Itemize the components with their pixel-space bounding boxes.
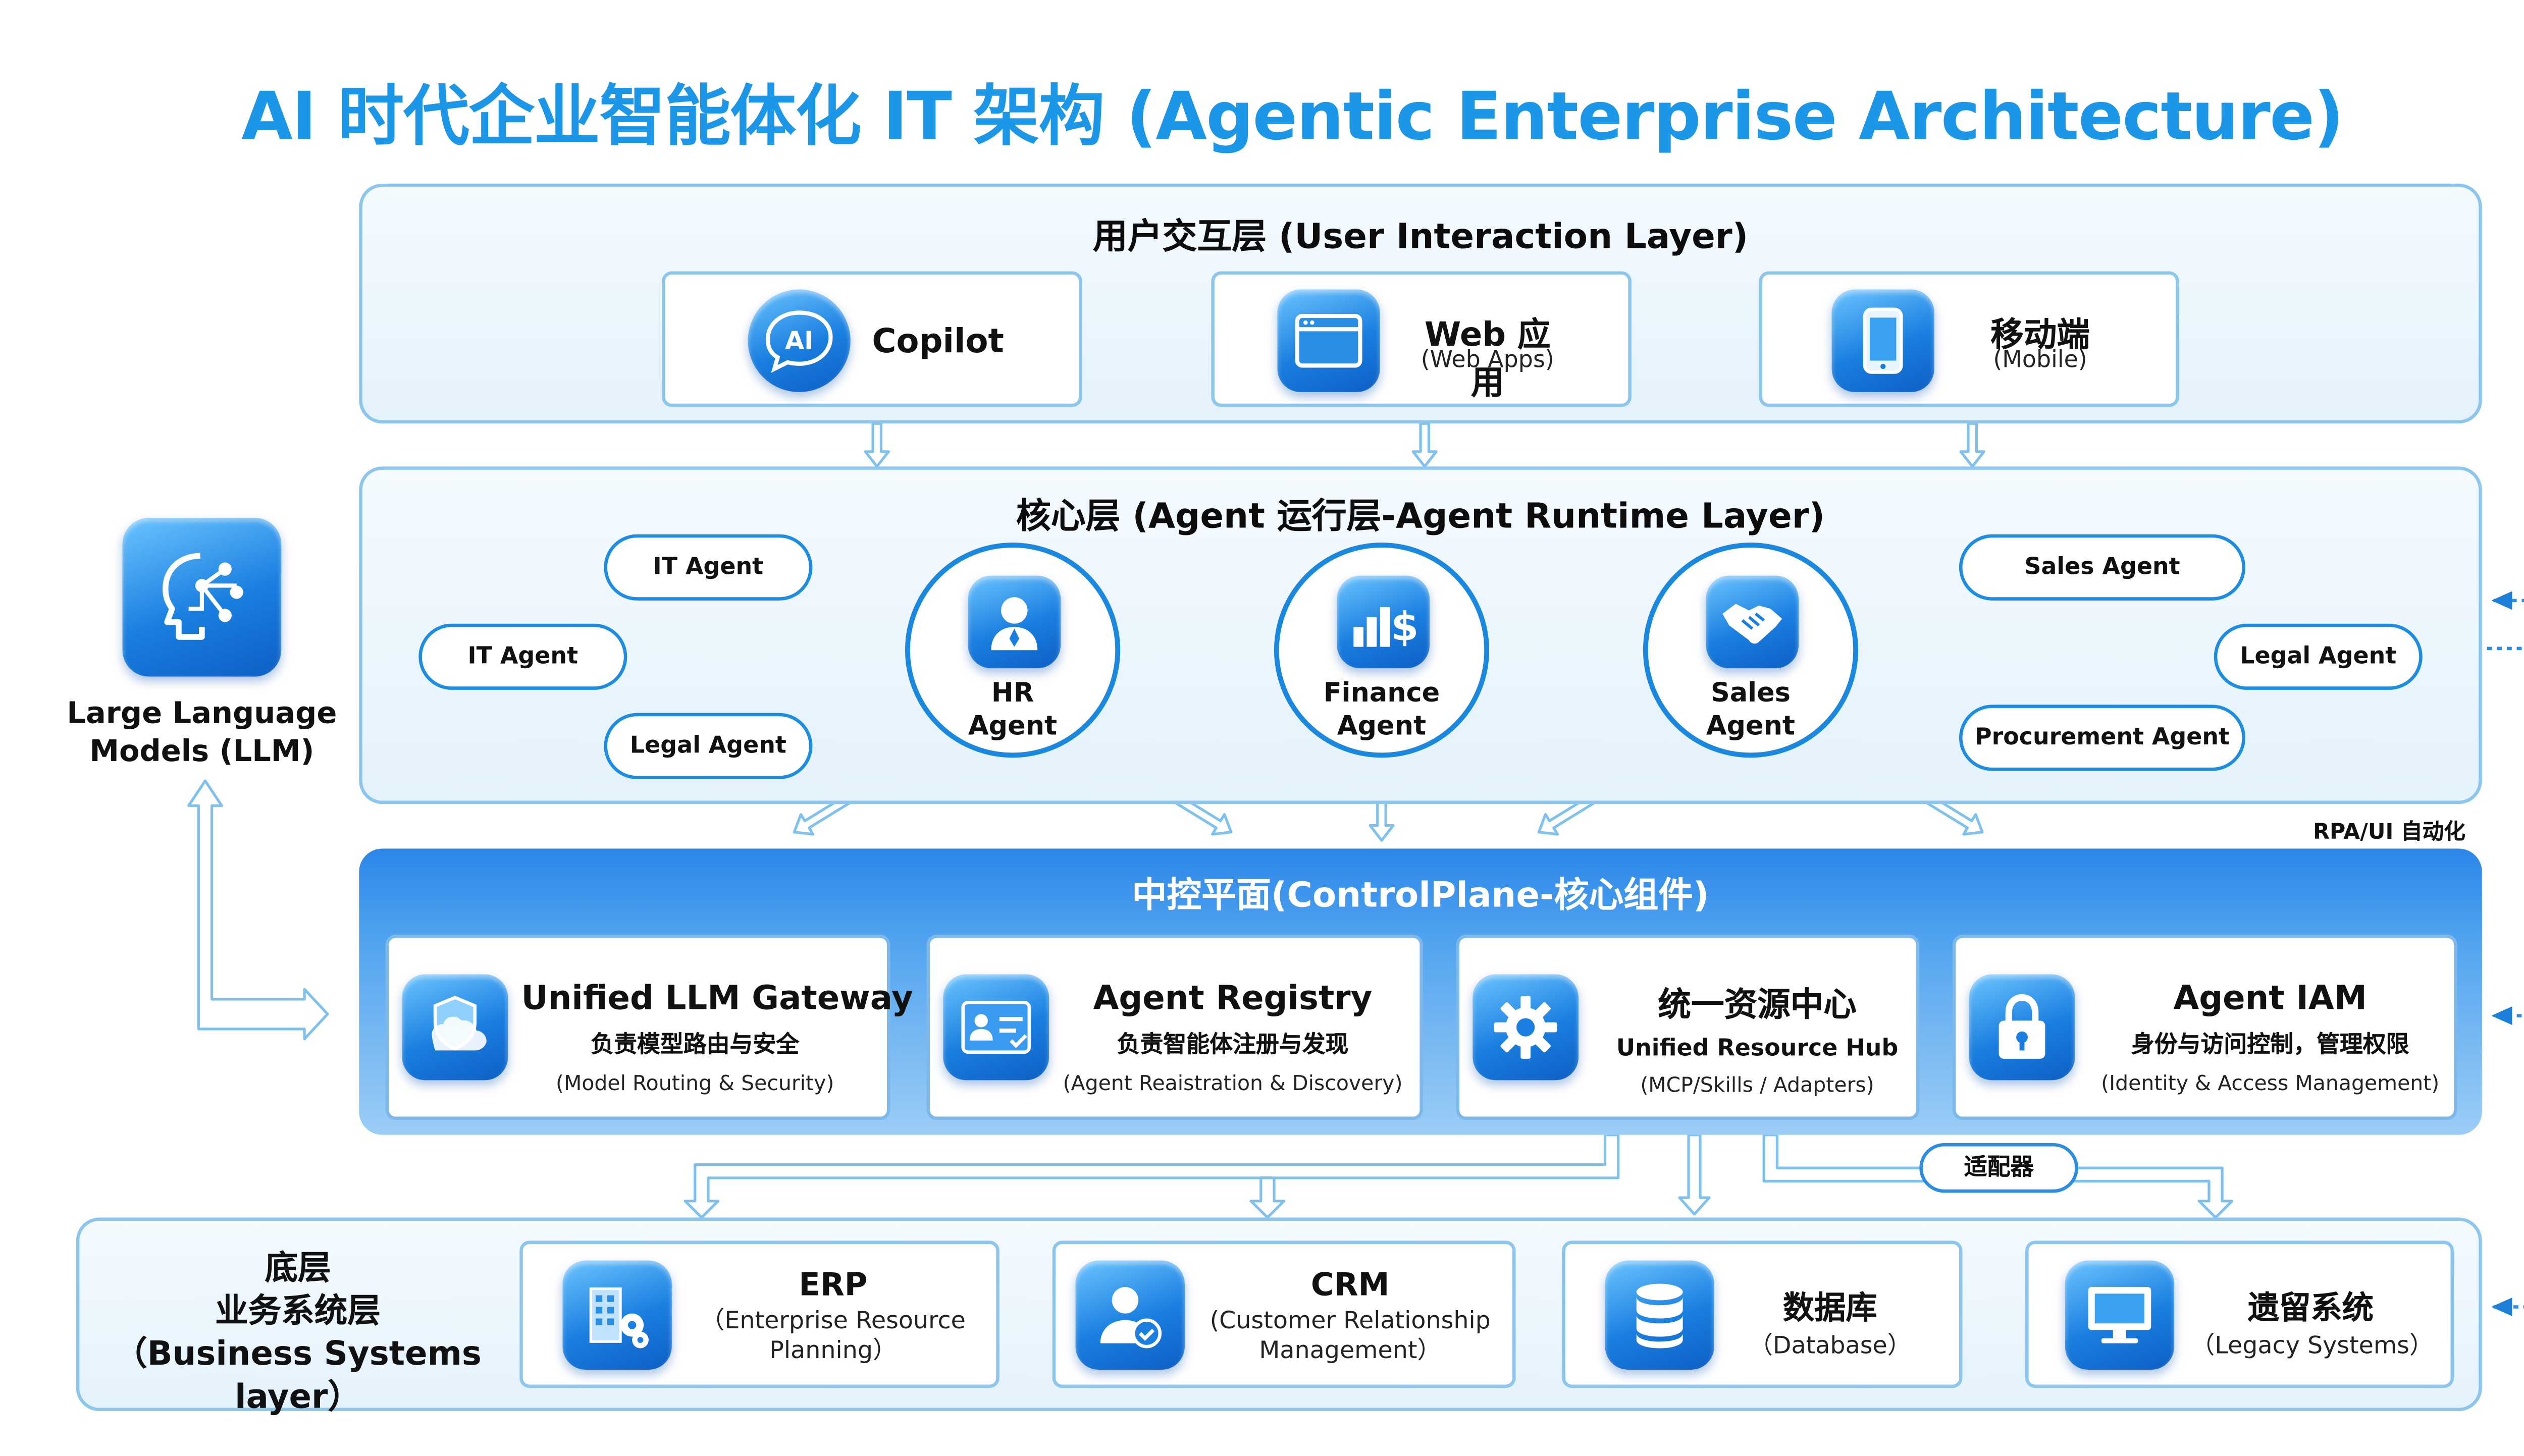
pill-it-agent-left[interactable]: IT Agent	[418, 623, 627, 690]
gear-icon	[1473, 974, 1579, 1081]
pill-legal-agent-right[interactable]: Legal Agent	[2214, 623, 2423, 690]
unified-resource-hub-card[interactable]: 统一资源中心 Unified Resource Hub (MCP/Skills …	[1456, 934, 1920, 1120]
browser-window-icon	[1277, 289, 1380, 392]
agent-iam-text: Agent IAM 身份与访问控制，管理权限 (Identity & Acces…	[2101, 978, 2440, 1095]
legacy-systems-text: 遗留系统 （Legacy Systems）	[2190, 1290, 2434, 1360]
agent-iam-card[interactable]: Agent IAM 身份与访问控制，管理权限 (Identity & Acces…	[1952, 934, 2457, 1120]
arrow-cp-database	[1678, 1133, 1711, 1216]
adapter-badge: 适配器	[1919, 1143, 2078, 1193]
id-card-icon	[943, 974, 1049, 1081]
copilot-label: Copilot	[872, 320, 1004, 361]
arrow-cp-erp	[683, 1133, 1620, 1219]
svg-text:$: $	[1391, 604, 1418, 650]
arrow-copilot-down	[864, 422, 890, 468]
page-title: AI 时代企业智能体化 IT 架构 (Agentic Enterprise Ar…	[241, 79, 2344, 156]
user-layer-title: 用户交互层 (User Interaction Layer)	[1092, 217, 1749, 257]
database-icon	[1605, 1260, 1714, 1370]
pill-it-agent-top[interactable]: IT Agent	[604, 534, 813, 601]
legacy-systems-card[interactable]: 遗留系统 （Legacy Systems）	[2025, 1241, 2454, 1388]
arrow-mobile-down	[1959, 422, 1985, 468]
erp-text: ERP （Enterprise Resource Planning）	[700, 1267, 966, 1365]
database-card[interactable]: 数据库 （Database）	[1562, 1241, 1963, 1388]
control-plane-title: 中控平面(ControlPlane-核心组件)	[1132, 875, 1709, 915]
person-icon	[968, 575, 1061, 669]
building-gears-icon	[562, 1260, 672, 1370]
desktop-computer-icon	[2065, 1260, 2175, 1370]
database-text: 数据库 （Database）	[1749, 1290, 1912, 1360]
mobile-card[interactable]: 移动端 (Mobile)	[1759, 271, 2179, 407]
business-layer-title: 底层 业务系统层 （Business Systems layer）	[114, 1247, 482, 1416]
unified-llm-gateway-text: Unified LLM Gateway 负责模型路由与安全 (Model Rou…	[521, 978, 913, 1095]
dashed-link-legacy	[2491, 1298, 2524, 1316]
arrow-llm-controlplane	[187, 779, 329, 1041]
unified-resource-hub-text: 统一资源中心 Unified Resource Hub (MCP/Skills …	[1616, 984, 1899, 1097]
copilot-card[interactable]: AI Copilot	[662, 271, 1082, 407]
crm-card[interactable]: CRM (Customer Relationship Management）	[1052, 1241, 1516, 1388]
pill-procurement-agent[interactable]: Procurement Agent	[1959, 705, 2246, 771]
user-check-icon	[1075, 1260, 1185, 1370]
core-layer-title: 核心层 (Agent 运行层-Agent Runtime Layer)	[1016, 496, 1825, 536]
rpa-label: RPA/UI 自动化	[2313, 820, 2465, 845]
arrow-web-down	[1411, 422, 1438, 468]
agent-registry-card[interactable]: Agent Registry 负责智能体注册与发现 (Agent Reaistr…	[926, 934, 1423, 1120]
smartphone-icon	[1831, 289, 1934, 392]
mobile-sub: (Mobile)	[1993, 347, 2087, 374]
control-plane: 中控平面(ControlPlane-核心组件) Unified LLM Gate…	[359, 848, 2482, 1135]
web-apps-label: Web 应用	[1424, 314, 1551, 402]
ai-chat-icon: AI	[748, 289, 851, 392]
crm-text: CRM (Customer Relationship Management）	[1210, 1267, 1491, 1365]
lock-icon	[1969, 974, 2075, 1081]
erp-card[interactable]: ERP （Enterprise Resource Planning）	[519, 1241, 1000, 1388]
mobile-label: 移动端	[1990, 314, 2090, 354]
shield-cloud-icon	[402, 974, 508, 1081]
dollar-chart-icon: $	[1337, 575, 1430, 669]
web-apps-sub: (Web Apps)	[1421, 347, 1554, 374]
pill-sales-agent[interactable]: Sales Agent	[1959, 534, 2246, 601]
web-apps-card[interactable]: Web 应用 (Web Apps)	[1211, 271, 1632, 407]
arrow-cp-crm	[1249, 1176, 1286, 1219]
handshake-icon	[1706, 575, 1799, 669]
svg-text:AI: AI	[785, 326, 813, 355]
dashed-link-iam	[2491, 1006, 2524, 1025]
unified-llm-gateway-card[interactable]: Unified LLM Gateway 负责模型路由与安全 (Model Rou…	[385, 934, 913, 1120]
ai-head-icon	[122, 517, 282, 677]
agent-registry-text: Agent Registry 负责智能体注册与发现 (Agent Reaistr…	[1063, 978, 1403, 1095]
pill-legal-agent-left[interactable]: Legal Agent	[604, 713, 813, 779]
